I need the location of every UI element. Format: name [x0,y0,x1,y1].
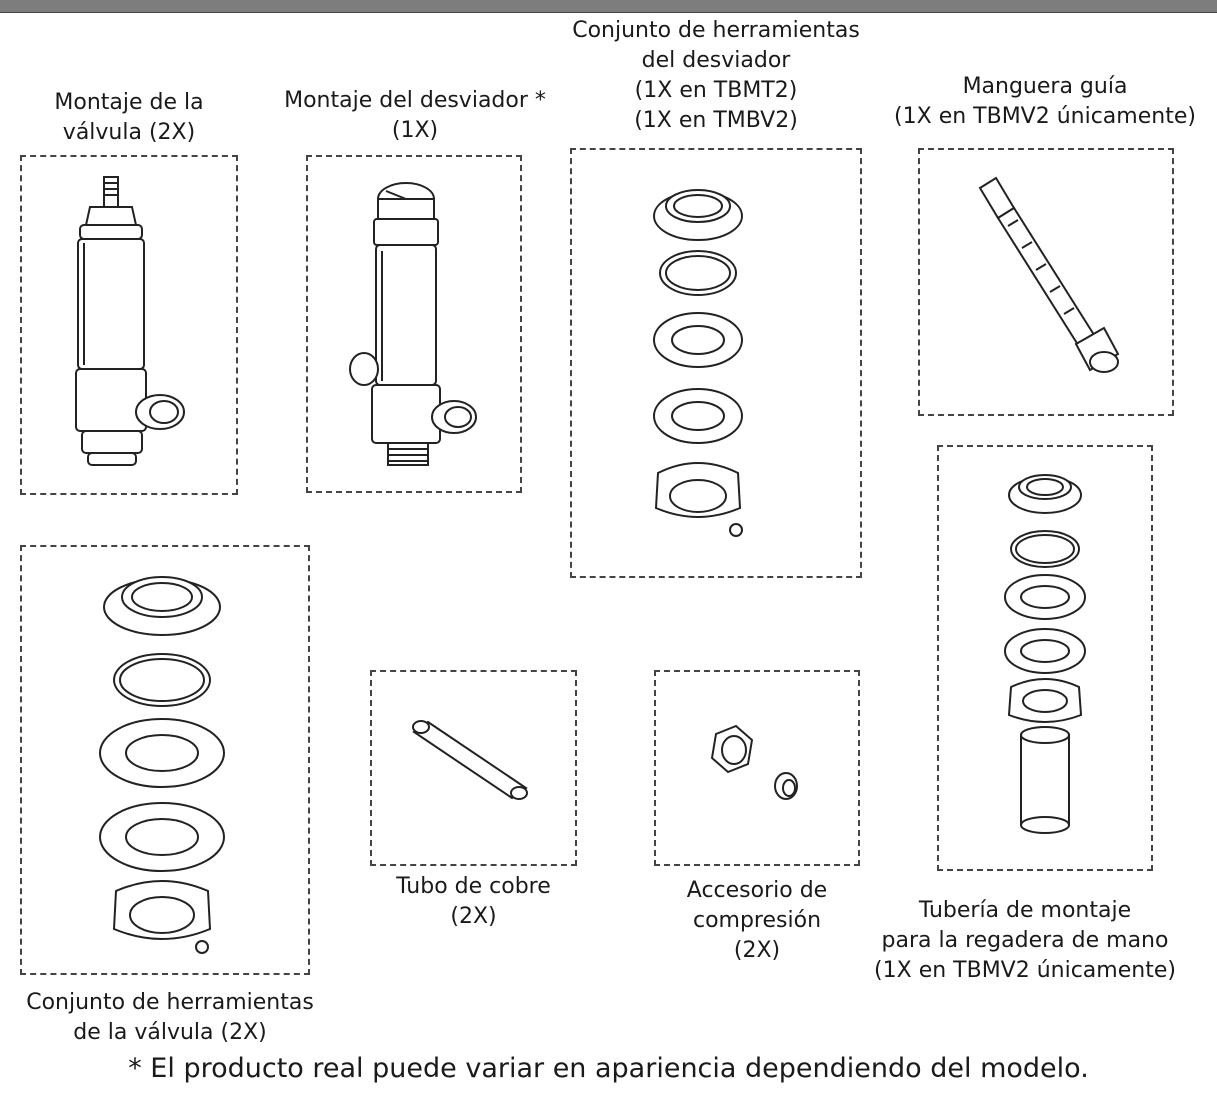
diverter-assembly-label: Montaje del desviador *(1X) [284,88,546,143]
guide-hose-box [918,148,1174,416]
guide-hose-label: Manguera guía(1X en TBMV2 únicamente) [894,74,1196,129]
top-bar [0,0,1217,13]
diverter-kit-illustration [653,189,743,537]
copper-tube-label: Tubo de cobre(2X) [396,874,551,929]
footnote: * El producto real puede variar en apari… [128,1053,1089,1084]
compression-fitting-illustration [710,724,798,800]
handshower-pipe-illustration [1004,474,1086,834]
valve-assembly-box [20,155,238,495]
copper-tube-illustration [412,720,528,800]
compression-fitting-box [654,670,860,866]
handshower-pipe-box [937,445,1153,871]
guide-hose-illustration [978,176,1120,373]
diverter-assembly-box [306,155,522,493]
valve-assembly-illustration [75,176,185,466]
diverter-kit-box [570,148,862,578]
diverter-assembly-illustration [349,182,477,466]
valve-kit-illustration [99,576,225,954]
copper-tube-box [370,670,577,866]
valve-kit-box [20,545,310,975]
